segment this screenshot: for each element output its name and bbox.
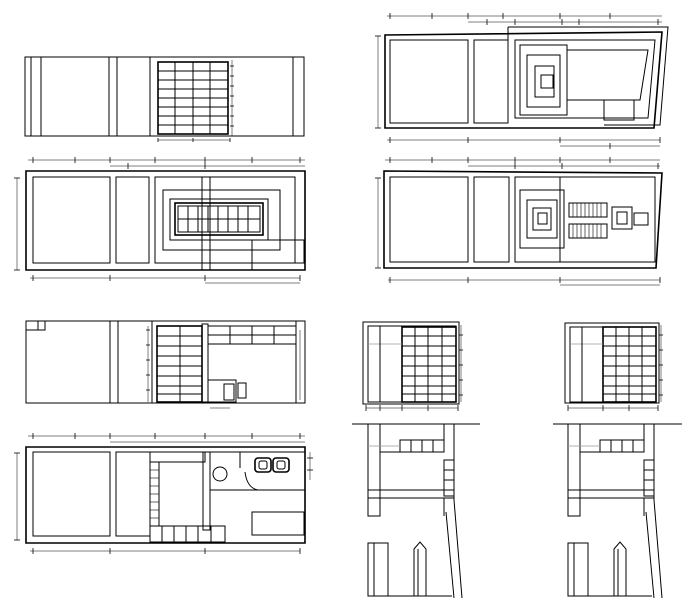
armchair-right — [272, 457, 290, 473]
elevation-a — [24, 56, 305, 142]
bench-row — [149, 525, 226, 543]
shelf-column — [149, 461, 160, 527]
tall-shelving — [156, 325, 203, 403]
upper-cabinet-row-b — [568, 439, 645, 453]
dim-ticks-vertical — [230, 65, 234, 127]
arched-panels-a — [367, 541, 452, 597]
stair-hatch — [568, 202, 608, 239]
round-table — [212, 466, 228, 482]
armchair-left — [254, 457, 272, 473]
furniture-plan — [14, 433, 313, 554]
floor-plan-a — [14, 157, 306, 284]
grid-panel — [174, 202, 264, 236]
cabinet-elevation-a — [362, 321, 463, 411]
section-a — [352, 423, 480, 599]
shelving-grid — [157, 61, 229, 135]
cabinet-grid-b — [602, 326, 657, 403]
cabinet-grid-a — [401, 326, 457, 403]
ceiling-plan-b — [375, 157, 663, 286]
cabinet-elevation-b — [564, 322, 663, 411]
arched-panels-b — [567, 541, 652, 597]
elevation-b — [25, 320, 306, 409]
ceiling-plan-a — [375, 13, 669, 149]
section-b — [553, 423, 682, 599]
upper-cabinet-row — [368, 439, 445, 453]
